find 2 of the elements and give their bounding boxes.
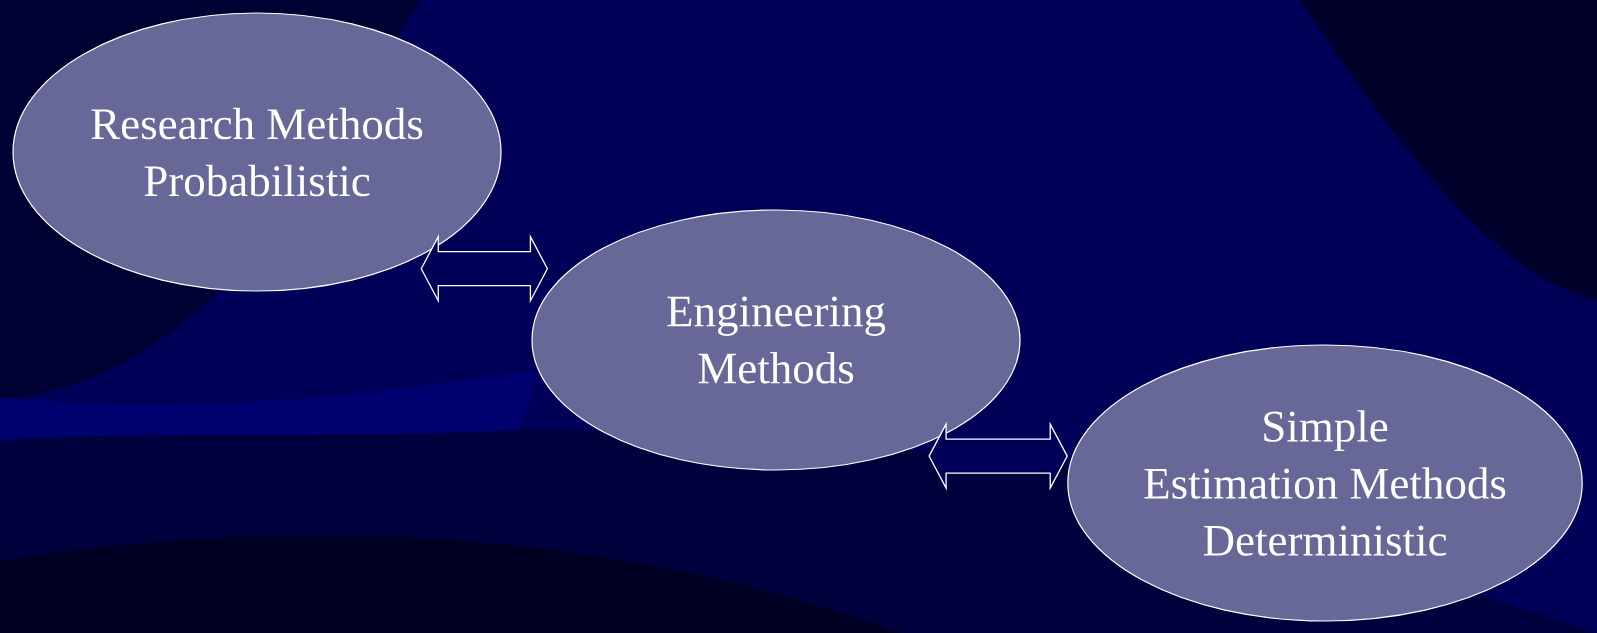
- double-arrow: [420, 234, 549, 304]
- double-arrow: [928, 421, 1068, 491]
